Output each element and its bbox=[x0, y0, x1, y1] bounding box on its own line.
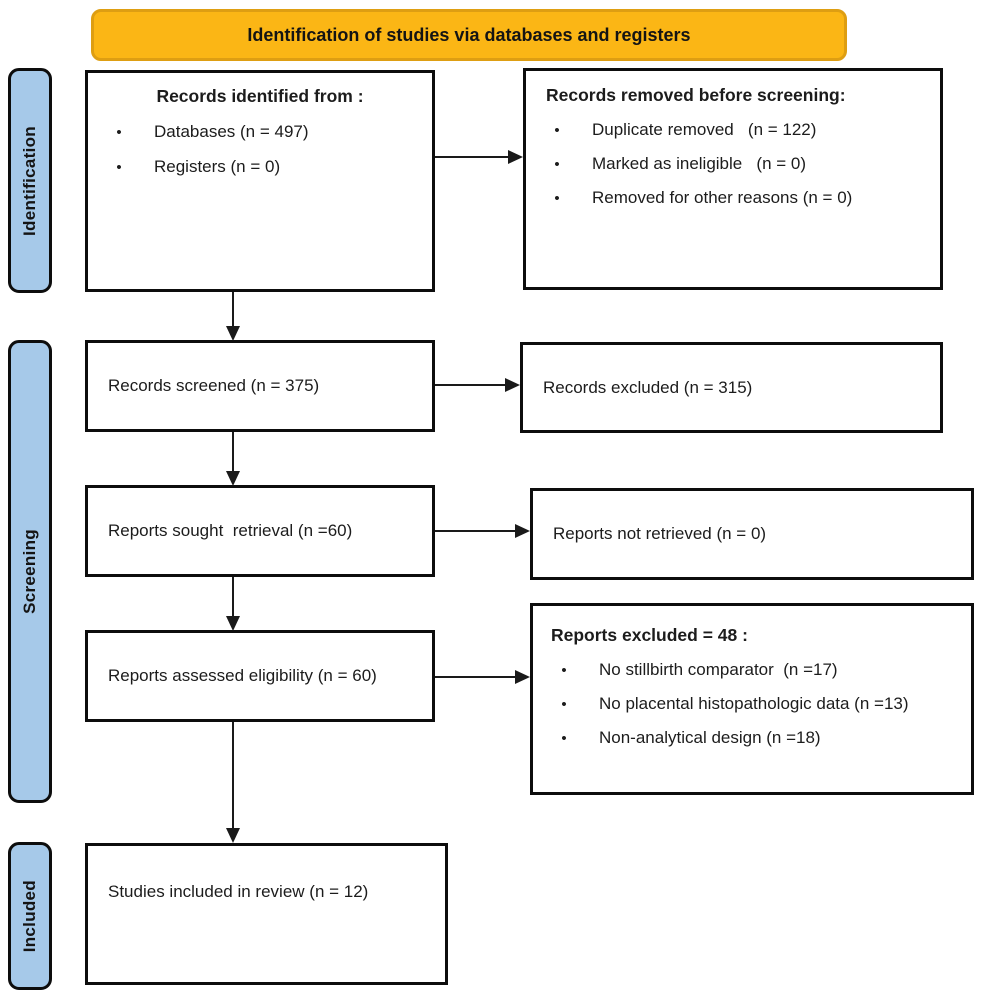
box-records-identified: Records identified from : • Databases (n… bbox=[85, 70, 435, 292]
stage-screening-text: Screening bbox=[20, 529, 39, 614]
box-records-screened: Records screened (n = 375) bbox=[85, 340, 435, 432]
bullet-label: No stillbirth comparator (n =17) bbox=[599, 660, 838, 679]
list-item: • Removed for other reasons (n = 0) bbox=[526, 188, 940, 208]
arrow-line bbox=[232, 292, 234, 328]
list-item: • Marked as ineligible (n = 0) bbox=[526, 154, 940, 174]
arrow-down-icon bbox=[226, 471, 240, 486]
box-reports-assessed: Reports assessed eligibility (n = 60) bbox=[85, 630, 435, 722]
box-reports-not-retrieved-label: Reports not retrieved (n = 0) bbox=[553, 524, 767, 543]
arrow-right-icon bbox=[508, 150, 523, 164]
bullet-dot-icon: • bbox=[554, 190, 560, 207]
bullet-dot-icon: • bbox=[561, 730, 567, 747]
arrow-line bbox=[435, 676, 516, 678]
stage-included-text: Included bbox=[20, 879, 39, 953]
stage-label-identification: Identification bbox=[8, 68, 52, 293]
box-studies-included-label: Studies included in review (n = 12) bbox=[108, 882, 369, 901]
arrow-down-icon bbox=[226, 828, 240, 843]
bullet-label: Removed for other reasons (n = 0) bbox=[592, 188, 853, 207]
arrow-line bbox=[435, 530, 516, 532]
box-records-excluded: Records excluded (n = 315) bbox=[520, 342, 943, 433]
bullet-label: No placental histopathologic data (n =13… bbox=[599, 694, 909, 713]
list-item: • No stillbirth comparator (n =17) bbox=[533, 660, 971, 680]
bullet-label: Marked as ineligible (n = 0) bbox=[592, 154, 807, 173]
box-reports-excluded-title: Reports excluded = 48 : bbox=[551, 625, 748, 645]
arrow-right-icon bbox=[515, 524, 530, 538]
bullet-label: Non-analytical design (n =18) bbox=[599, 728, 821, 747]
arrow-right-icon bbox=[515, 670, 530, 684]
bullet-list: • Duplicate removed (n = 122) • Marked a… bbox=[526, 120, 940, 208]
box-records-identified-title: Records identified from : bbox=[156, 86, 364, 106]
arrow-down-icon bbox=[226, 616, 240, 631]
box-records-removed: Records removed before screening: • Dupl… bbox=[523, 68, 943, 290]
list-item: • Duplicate removed (n = 122) bbox=[526, 120, 940, 140]
list-item: • Non-analytical design (n =18) bbox=[533, 728, 971, 748]
banner-title: Identification of studies via databases … bbox=[91, 9, 847, 61]
bullet-dot-icon: • bbox=[554, 122, 560, 139]
bullet-list: • No stillbirth comparator (n =17) • No … bbox=[533, 660, 971, 748]
bullet-label: Registers (n = 0) bbox=[154, 157, 281, 176]
arrow-right-icon bbox=[505, 378, 520, 392]
bullet-list: • Databases (n = 497) • Registers (n = 0… bbox=[88, 122, 432, 177]
arrow-down-icon bbox=[226, 326, 240, 341]
stage-label-included: Included bbox=[8, 842, 52, 990]
bullet-dot-icon: • bbox=[554, 156, 560, 173]
stage-label-screening: Screening bbox=[8, 340, 52, 803]
box-reports-sought-label: Reports sought retrieval (n =60) bbox=[108, 521, 353, 540]
bullet-label: Duplicate removed (n = 122) bbox=[592, 120, 817, 139]
bullet-dot-icon: • bbox=[561, 662, 567, 679]
box-reports-sought-retrieval: Reports sought retrieval (n =60) bbox=[85, 485, 435, 577]
box-studies-included: Studies included in review (n = 12) bbox=[85, 843, 448, 985]
box-records-removed-title: Records removed before screening: bbox=[546, 85, 846, 105]
arrow-line bbox=[435, 156, 509, 158]
bullet-label: Databases (n = 497) bbox=[154, 122, 309, 141]
banner-label: Identification of studies via databases … bbox=[247, 24, 691, 45]
box-reports-assessed-label: Reports assessed eligibility (n = 60) bbox=[108, 666, 377, 685]
arrow-line bbox=[435, 384, 507, 386]
box-records-screened-label: Records screened (n = 375) bbox=[108, 376, 320, 395]
bullet-dot-icon: • bbox=[561, 696, 567, 713]
stage-identification-text: Identification bbox=[20, 125, 39, 236]
list-item: • No placental histopathologic data (n =… bbox=[533, 694, 971, 714]
box-records-excluded-label: Records excluded (n = 315) bbox=[543, 377, 753, 397]
arrow-line bbox=[232, 722, 234, 830]
bullet-dot-icon: • bbox=[116, 159, 122, 176]
box-reports-excluded: Reports excluded = 48 : • No stillbirth … bbox=[530, 603, 974, 795]
box-reports-not-retrieved: Reports not retrieved (n = 0) bbox=[530, 488, 974, 580]
bullet-dot-icon: • bbox=[116, 124, 122, 141]
arrow-line bbox=[232, 432, 234, 473]
arrow-line bbox=[232, 577, 234, 618]
list-item: • Registers (n = 0) bbox=[88, 157, 432, 177]
list-item: • Databases (n = 497) bbox=[88, 122, 432, 142]
